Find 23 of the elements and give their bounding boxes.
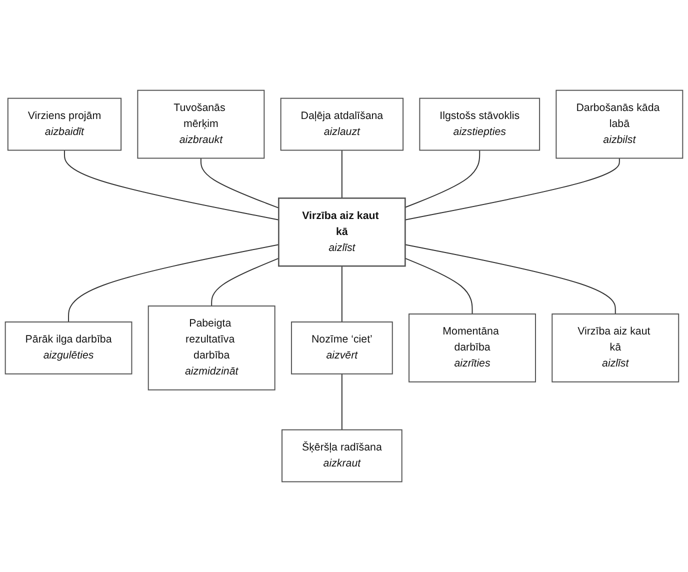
connector — [64, 150, 280, 220]
node-box: Virzība aiz kaut kā aizlīst — [552, 313, 680, 382]
node-box: Darbošanās kāda labā aizbilst — [556, 90, 684, 159]
connector — [68, 244, 280, 322]
connector — [404, 258, 473, 314]
connector — [211, 258, 280, 306]
node-box: Pārāk ilga darbība aizgulēties — [4, 321, 132, 374]
connector — [404, 150, 480, 208]
node-box: Momentāna darbība aizrīties — [408, 313, 536, 382]
node-box: Šķēršļa radīšana aizkraut — [282, 429, 402, 482]
connector — [200, 158, 280, 208]
node-box: Ilgstošs stāvoklis aizstiepties — [419, 98, 540, 151]
connector — [341, 266, 342, 322]
connector — [341, 373, 342, 430]
connector — [341, 150, 342, 199]
node-box: Tuvošanās mērķim aizbraukt — [137, 90, 265, 159]
node-box: Nozīme ‘ciet’ aizvērt — [290, 321, 393, 374]
node-box: Pabeigta rezultatīva darbība aizmidzināt — [148, 305, 276, 390]
node-box: Virziens projām aizbaidīt — [7, 98, 122, 151]
node-box: Virzība aiz kaut kā aizlīst — [278, 197, 406, 267]
connector — [404, 244, 616, 314]
connector — [404, 158, 620, 220]
node-box: Daļēja atdalīšana aizlauzt — [280, 98, 404, 151]
